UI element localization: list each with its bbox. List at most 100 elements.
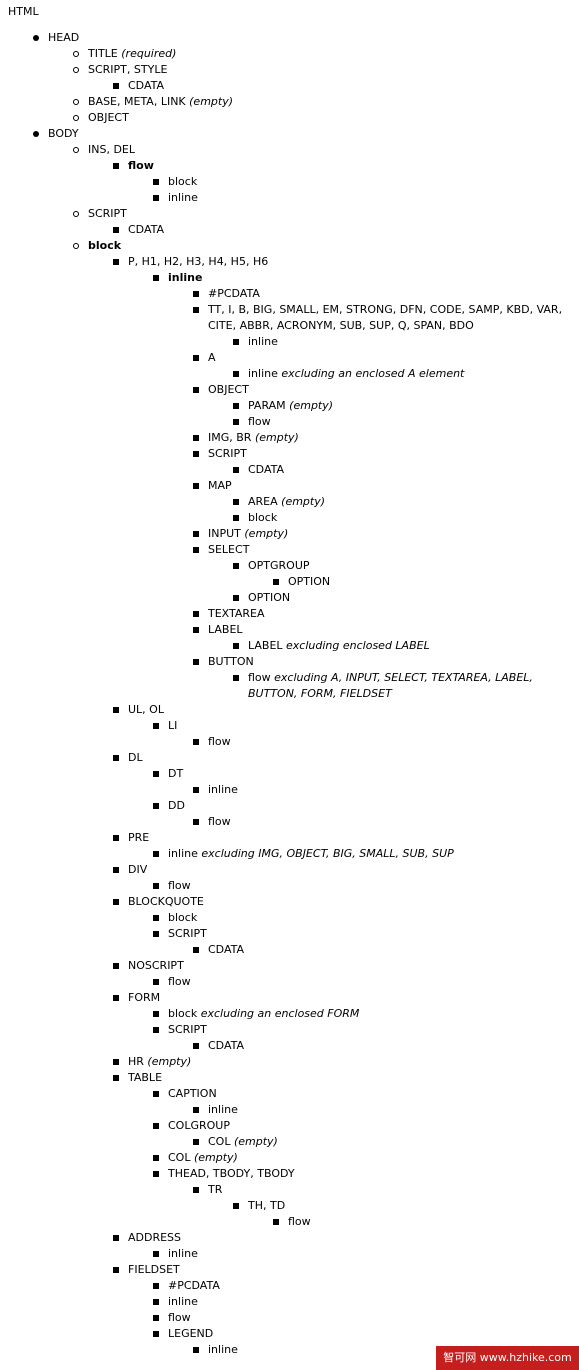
tree-item-label: DD <box>168 799 185 812</box>
tree-item: FORM <box>128 990 160 1006</box>
tree-item: inline <box>168 1294 198 1310</box>
square-bullet-icon <box>153 931 159 937</box>
tree-item: A <box>208 350 216 366</box>
tree-item: inline <box>168 1246 198 1262</box>
tree-item: ADDRESS <box>128 1230 181 1246</box>
tree-item: LEGEND <box>168 1326 213 1342</box>
tree-item-label: block <box>168 175 198 188</box>
circle-bullet-icon <box>73 147 79 153</box>
tree-item-label: BLOCKQUOTE <box>128 895 204 908</box>
tree-item: CDATA <box>248 462 284 478</box>
tree-item-label: flow <box>248 671 271 684</box>
tree-item-label: SELECT <box>208 543 250 556</box>
tree-item: DIV <box>128 862 147 878</box>
tree-item-label: inline <box>168 1295 198 1308</box>
tree-item: DD <box>168 798 185 814</box>
square-bullet-icon <box>233 403 239 409</box>
tree-item-label: FORM <box>128 991 161 1004</box>
tree-item-note: excluding IMG, OBJECT, BIG, SMALL, SUB, … <box>201 847 454 860</box>
tree-item-label: SCRIPT <box>168 927 207 940</box>
circle-bullet-icon <box>73 115 79 121</box>
tree-item-label: inline <box>168 271 203 284</box>
tree-item-label: BUTTON <box>208 655 254 668</box>
tree-item: SCRIPT, STYLE <box>88 62 167 78</box>
tree-item-note: (empty) <box>281 495 326 508</box>
square-bullet-icon <box>193 1107 199 1113</box>
tree-item: LI <box>168 718 177 734</box>
tree-item: AREA (empty) <box>248 494 325 510</box>
square-bullet-icon <box>233 1203 239 1209</box>
tree-item: OPTGROUP <box>248 558 310 574</box>
square-bullet-icon <box>153 1331 159 1337</box>
square-bullet-icon <box>193 1187 199 1193</box>
square-bullet-icon <box>153 723 159 729</box>
tree-item: BUTTON <box>208 654 254 670</box>
square-bullet-icon <box>153 1155 159 1161</box>
tree-item-label: flow <box>208 815 231 828</box>
square-bullet-icon <box>193 1139 199 1145</box>
tree-item: flow <box>168 974 191 990</box>
tree-item-label: SCRIPT <box>88 207 127 220</box>
square-bullet-icon <box>193 947 199 953</box>
tree-item: flow <box>168 878 191 894</box>
square-bullet-icon <box>153 1251 159 1257</box>
square-bullet-icon <box>193 1347 199 1353</box>
tree-item: flow <box>208 734 231 750</box>
tree-item-label: block <box>168 1007 198 1020</box>
tree-item-label: CDATA <box>208 1039 245 1052</box>
tree-item: block <box>168 174 197 190</box>
square-bullet-icon <box>153 979 159 985</box>
tree-item: TR <box>208 1182 222 1198</box>
tree-item: BODY <box>48 126 79 142</box>
tree-item: COL (empty) <box>208 1134 278 1150</box>
tree-item: inline <box>168 190 198 206</box>
tree-item-label: LABEL <box>248 639 283 652</box>
tree-item-note: (required) <box>121 47 177 60</box>
tree-item-note: (empty) <box>189 95 234 108</box>
tree-item: CDATA <box>208 1038 244 1054</box>
tree-item-label: flow <box>288 1215 311 1228</box>
tree-item-label: inline <box>208 1343 238 1356</box>
tree-item-label: LI <box>168 719 178 732</box>
tree-item: IMG, BR (empty) <box>208 430 299 446</box>
square-bullet-icon <box>233 467 239 473</box>
tree-item: OPTION <box>288 574 330 590</box>
square-bullet-icon <box>113 1075 119 1081</box>
tree-item: TH, TD <box>248 1198 285 1214</box>
tree-item-note: (empty) <box>254 431 299 444</box>
square-bullet-icon <box>193 387 199 393</box>
tree-item: block excluding an enclosed FORM <box>168 1006 359 1022</box>
tree-item-label: inline <box>168 1247 198 1260</box>
tree-item: LABEL <box>208 622 243 638</box>
square-bullet-icon <box>113 995 119 1001</box>
tree-item-label: TR <box>208 1183 223 1196</box>
square-bullet-icon <box>153 1123 159 1129</box>
tree-item: SELECT <box>208 542 249 558</box>
tree-item-label: flow <box>128 159 154 172</box>
tree-item: #PCDATA <box>208 286 260 302</box>
square-bullet-icon <box>153 1299 159 1305</box>
tree-item: COL (empty) <box>168 1150 238 1166</box>
tree-item-label: TT, I, B, BIG, SMALL, EM, STRONG, DFN, C… <box>208 303 563 316</box>
tree-item-label: inline <box>248 335 278 348</box>
tree-item-label: inline <box>208 783 238 796</box>
square-bullet-icon <box>233 595 239 601</box>
square-bullet-icon <box>153 195 159 201</box>
site-watermark: 智可网 www.hzhike.com <box>436 1346 579 1370</box>
tree-item: block <box>248 510 277 526</box>
square-bullet-icon <box>233 563 239 569</box>
square-bullet-icon <box>113 899 119 905</box>
square-bullet-icon <box>113 835 119 841</box>
tree-item: OBJECT <box>208 382 249 398</box>
tree-item-label: #PCDATA <box>208 287 260 300</box>
square-bullet-icon <box>233 499 239 505</box>
square-bullet-icon <box>193 659 199 665</box>
tree-item: BASE, META, LINK (empty) <box>88 94 233 110</box>
tree-item-label: HR <box>128 1055 144 1068</box>
tree-item-label: PARAM <box>248 399 286 412</box>
tree-item: inline <box>208 1102 238 1118</box>
square-bullet-icon <box>153 851 159 857</box>
tree-item-label: #PCDATA <box>168 1279 220 1292</box>
square-bullet-icon <box>193 291 199 297</box>
